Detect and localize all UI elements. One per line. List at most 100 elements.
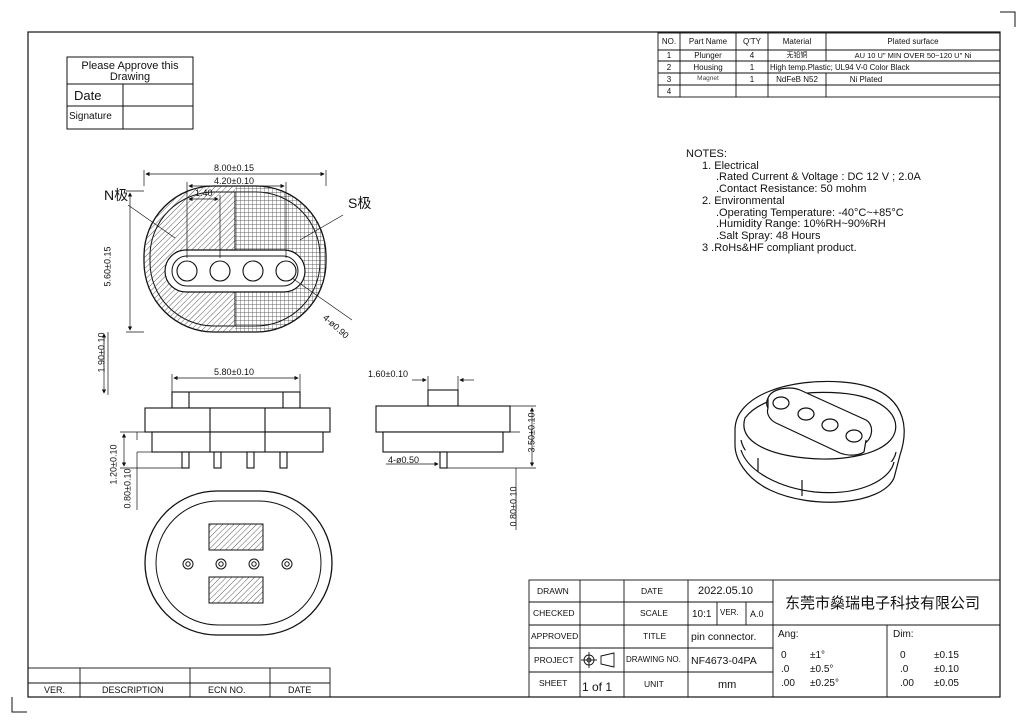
tb-dim-row-1-val: ±0.15 xyxy=(934,650,959,661)
notes-line: .Contact Resistance: 50 mohm xyxy=(716,183,867,196)
bom-header-part-name: Part Name xyxy=(688,37,728,46)
side-view xyxy=(144,391,331,469)
tb-dim-row-2-val: ±0.10 xyxy=(934,664,959,675)
rev-header-date: DATE xyxy=(288,685,312,695)
side-view-dimensions xyxy=(120,374,301,510)
s-pole-label: S极 xyxy=(348,195,372,211)
approval-signature-label: Signature xyxy=(69,111,112,122)
tb-ver-value: A.0 xyxy=(750,609,764,619)
bom-row-3-name: Magnet xyxy=(697,75,719,82)
bom-row-1-no: 1 xyxy=(666,51,672,60)
bom-row-3-qty: 1 xyxy=(749,75,755,84)
bom-row-2-name: Housing xyxy=(693,63,723,72)
tb-project-label: PROJECT xyxy=(534,655,574,665)
dim-height: 5.60±0.15 xyxy=(102,246,113,287)
dim-end-base: 0.80±0.10 xyxy=(508,486,519,527)
dim-side-width: 5.80±0.10 xyxy=(214,367,254,377)
bom-row-1-qty: 4 xyxy=(749,51,755,60)
bom-row-2-no: 2 xyxy=(666,63,672,72)
rev-header-ecn: ECN NO. xyxy=(208,685,246,695)
isometric-view xyxy=(734,380,905,503)
n-pole-label: N极 xyxy=(104,187,129,203)
bom-row-1-plated: AU 10 U" MIN OVER 50~120 U" Ni xyxy=(854,51,972,60)
tb-date-value: 2022.05.10 xyxy=(698,585,754,597)
tb-scale-label: SCALE xyxy=(640,608,668,618)
tb-ang-label: Ang: xyxy=(778,629,799,640)
dim-pin-height: 1.20±0.10 xyxy=(108,444,119,485)
dim-pin-dia: 4-ø0.50 xyxy=(388,455,420,465)
end-view-dimensions xyxy=(386,376,536,530)
tb-unit-value: mm xyxy=(718,679,737,691)
tb-drawing-no-value: NF4673-04PA xyxy=(691,655,757,667)
bom-header-plated: Plated surface xyxy=(887,37,939,46)
tb-drawing-no-label: DRAWING NO. xyxy=(626,655,681,664)
bom-table-grid xyxy=(657,32,1001,98)
tb-ang-row-2-key: .0 xyxy=(781,664,790,675)
notes-heading: NOTES: xyxy=(686,148,727,160)
tb-dim-row-1-key: 0 xyxy=(900,650,906,661)
bom-row-1-name: Plunger xyxy=(694,51,722,60)
notes-line: 3 .RoHs&HF compliant product. xyxy=(702,241,857,254)
bom-header-qty: Q'TY xyxy=(743,37,761,46)
tb-scale-value: 10:1 xyxy=(692,609,712,620)
tb-ang-row-3-val: ±0.25° xyxy=(810,678,839,689)
top-view xyxy=(143,185,327,333)
tb-ang-row-1-val: ±1° xyxy=(810,650,826,661)
tb-drawn-label: DRAWN xyxy=(537,586,569,596)
rev-header-ver: VER. xyxy=(44,685,66,695)
tb-sheet-value: 1 of 1 xyxy=(582,680,613,694)
top-view-dimensions xyxy=(101,170,353,395)
title-block-grid xyxy=(528,579,1001,698)
notes-line: .Salt Spray: 48 Hours xyxy=(716,229,821,242)
end-view xyxy=(375,389,511,469)
bom-row-3-plated: Ni Plated xyxy=(849,75,883,84)
approval-title: Please Approve this Drawing xyxy=(81,60,179,83)
bom-row-2-material: High temp.Plastic; UL94 V-0 Color Black xyxy=(770,63,910,72)
notes-line: .Rated Current & Voltage : DC 12 V ; 2.0… xyxy=(716,171,921,184)
tb-unit-label: UNIT xyxy=(644,679,664,689)
notes-line: .Humidity Range: 10%RH~90%RH xyxy=(716,218,886,231)
approval-date-label: Date xyxy=(74,88,102,103)
bom-row-4-no: 4 xyxy=(666,87,672,96)
tb-dim-row-3-val: ±0.05 xyxy=(934,678,959,689)
bom-row-3-no: 3 xyxy=(666,75,672,84)
approval-box xyxy=(66,56,194,130)
dim-pin-pitch: 1.40 xyxy=(195,188,213,198)
tb-title-label: TITLE xyxy=(643,631,667,641)
dim-top-height: 1.90±0.10 xyxy=(96,332,107,373)
notes-block: NOTES: 1. Electrical .Rated Current & Vo… xyxy=(686,148,921,254)
dim-pin-span: 4.20±0.10 xyxy=(214,176,254,186)
bom-header-material: Material xyxy=(782,37,812,46)
tb-ang-row-1-key: 0 xyxy=(781,650,787,661)
drawing-frame xyxy=(27,31,1001,698)
tb-dim-row-2-key: .0 xyxy=(900,664,909,675)
rev-header-description: DESCRIPTION xyxy=(102,685,164,695)
tb-date-label: DATE xyxy=(641,586,664,596)
bom-row-1-material: 无铅铜 xyxy=(786,52,808,59)
revision-block-grid xyxy=(27,667,331,698)
tb-title-value: pin connector. xyxy=(691,631,757,643)
tb-ang-row-3-key: .00 xyxy=(781,678,795,689)
dim-total-height: 3.50±0.10 xyxy=(526,412,537,453)
notes-line: .Operating Temperature: -40°C~+85°C xyxy=(716,206,904,219)
tb-checked-label: CHECKED xyxy=(533,608,575,618)
bottom-view xyxy=(144,490,333,636)
projection-symbol-icon xyxy=(581,652,615,668)
dim-base-thk: 0.80±0.10 xyxy=(122,468,133,509)
tb-approved-label: APPROVED xyxy=(531,631,579,641)
dim-end-width: 1.60±0.10 xyxy=(368,369,408,379)
tb-dim-row-3-key: .00 xyxy=(900,678,914,689)
bom-header-no: NO. xyxy=(661,37,677,46)
tb-company: 东莞市燊瑞电子科技有限公司 xyxy=(785,594,981,612)
tb-ver-label: VER. xyxy=(720,608,739,617)
notes-line: 2. Environmental xyxy=(702,194,785,207)
bom-row-2-qty: 1 xyxy=(749,63,755,72)
tb-sheet-label: SHEET xyxy=(539,678,568,688)
bom-row-3-material: NdFeB N52 xyxy=(776,75,818,84)
tb-dim-label: Dim: xyxy=(893,629,914,640)
notes-line: 1. Electrical xyxy=(702,159,759,172)
tb-ang-row-2-val: ±0.5° xyxy=(810,664,834,675)
dim-overall-width: 8.00±0.15 xyxy=(214,163,254,173)
